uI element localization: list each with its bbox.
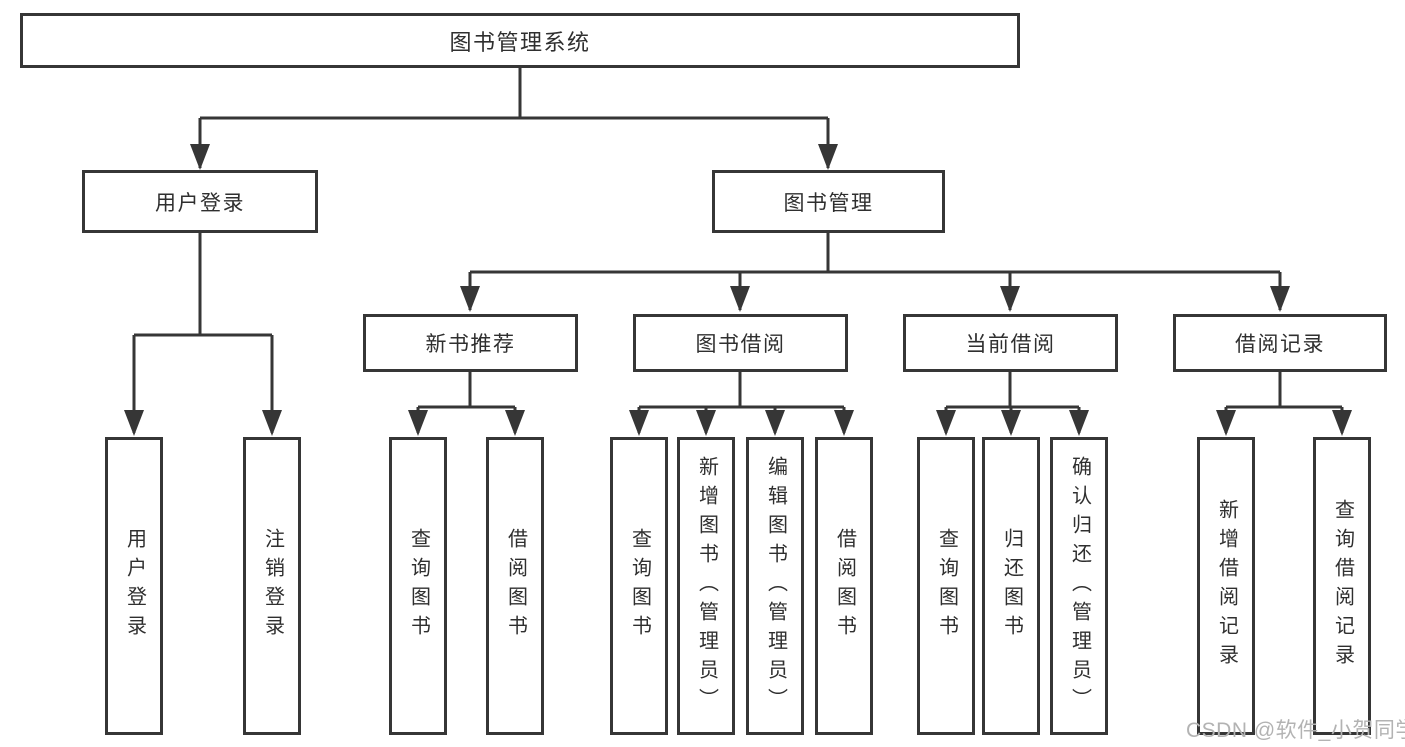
leaf-label: 编辑图书（管理员）	[764, 455, 787, 717]
leaf-edit-book-admin: 编辑图书（管理员）	[746, 437, 804, 735]
arrowhead-down-icons-user-login-leaves	[124, 410, 282, 436]
arrowhead-down-icons-new-book-leaves	[408, 410, 525, 436]
node-user-login: 用户登录	[82, 170, 318, 233]
node-label: 图书管理系统	[449, 29, 591, 55]
node-label: 图书管理	[783, 191, 874, 215]
leaf-query-books-recommend: 查询图书	[389, 437, 447, 735]
leaf-return-books: 归还图书	[982, 437, 1040, 735]
leaf-label: 归还图书	[1000, 528, 1023, 644]
node-label: 用户登录	[155, 191, 245, 215]
leaf-query-books-borrowing: 查询图书	[610, 437, 668, 735]
leaf-add-borrow-record: 新增借阅记录	[1197, 437, 1255, 735]
node-library-management-system: 图书管理系统	[20, 13, 1020, 68]
leaf-label: 新增图书（管理员）	[695, 455, 718, 717]
leaf-label: 新增借阅记录	[1215, 499, 1238, 673]
node-book-borrowing: 图书借阅	[633, 314, 848, 372]
leaf-user-login: 用户登录	[105, 437, 163, 735]
leaf-confirm-return-admin: 确认归还（管理员）	[1050, 437, 1108, 735]
leaf-borrow-books-borrowing: 借阅图书	[815, 437, 873, 735]
node-label: 新书推荐	[425, 333, 516, 356]
leaf-logout: 注销登录	[243, 437, 301, 735]
node-borrowing-records: 借阅记录	[1173, 314, 1387, 372]
node-current-borrowing: 当前借阅	[903, 314, 1118, 372]
arrowhead-down-icons-current-borrowing-leaves	[936, 410, 1089, 436]
connector-book-borrowing-to-leaves	[637, 372, 846, 433]
leaf-label: 查询图书	[628, 528, 651, 644]
node-book-management: 图书管理	[712, 170, 945, 233]
csdn-watermark: CSDN @软件_小贺同学	[1186, 719, 1405, 742]
node-new-book-recommendation: 新书推荐	[363, 314, 578, 372]
connector-borrowing-records-to-leaves	[1224, 372, 1344, 433]
leaf-label: 用户登录	[123, 528, 146, 644]
arrowhead-down-icons-level2	[190, 144, 838, 170]
connector-new-book-recommendation-to-leaves	[416, 372, 517, 433]
connector-user-login-to-leaves	[132, 233, 274, 433]
leaf-label: 借阅图书	[504, 528, 527, 644]
leaf-label: 借阅图书	[833, 528, 856, 644]
node-label: 图书借阅	[695, 333, 786, 356]
leaf-borrow-books-recommend: 借阅图书	[486, 437, 544, 735]
arrowhead-down-icons-book-borrowing-leaves	[629, 410, 854, 436]
leaf-query-borrow-record: 查询借阅记录	[1313, 437, 1371, 735]
node-label: 当前借阅	[965, 333, 1056, 356]
leaf-add-book-admin: 新增图书（管理员）	[677, 437, 735, 735]
leaf-label: 查询图书	[407, 528, 430, 644]
leaf-label: 查询借阅记录	[1331, 499, 1354, 673]
connector-book-management-to-level3	[468, 233, 1282, 310]
node-label: 借阅记录	[1235, 333, 1325, 356]
leaf-label: 注销登录	[261, 528, 284, 644]
leaf-label: 查询图书	[935, 528, 958, 644]
leaf-label: 确认归还（管理员）	[1068, 455, 1091, 717]
arrowhead-down-icons-level3	[460, 286, 1290, 312]
arrowhead-down-icons-borrowing-records-leaves	[1216, 410, 1352, 436]
connector-root-to-level2	[198, 68, 830, 168]
leaf-query-books-current: 查询图书	[917, 437, 975, 735]
